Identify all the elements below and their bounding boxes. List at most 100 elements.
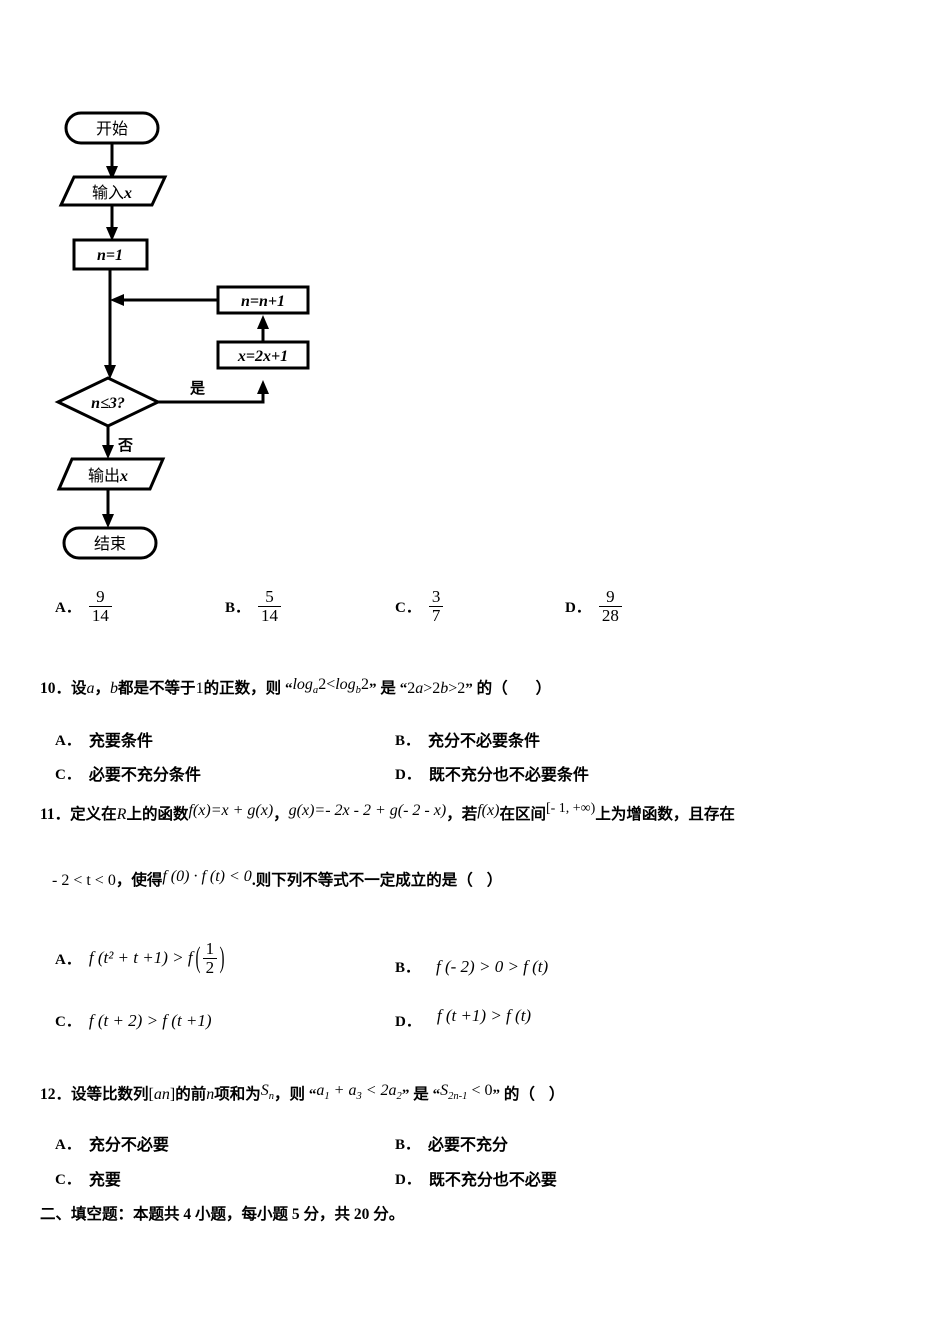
q12-seq-close: ] [169, 1086, 176, 1103]
q11-option-c[interactable]: C． f (t + 2) > f (t +1) [55, 1010, 395, 1031]
q12-options-row-2: C． 充要 D． 既不充分也不必要 [55, 1166, 915, 1190]
flowchart-node-increment-label: n=n+1 [241, 293, 285, 310]
q11-option-a[interactable]: A． f (t² + t +1) > f ( 1 2 ) [55, 940, 395, 977]
arrowhead-icon [257, 315, 269, 329]
q11-line2-close: ） [486, 872, 503, 889]
fraction-denominator: 14 [258, 605, 282, 625]
q12-option-d[interactable]: D． 既不充分也不必要 [395, 1166, 557, 1190]
q10-option-b[interactable]: B． 充分不必要条件 [395, 727, 540, 751]
q12-t3: 项和为 [214, 1086, 261, 1103]
q10-comma: ， [94, 680, 111, 697]
q10-sup-a: a [415, 680, 424, 697]
q12-option-b[interactable]: B． 必要不充分 [395, 1131, 508, 1155]
q12-quote-close-2: ” [492, 1087, 500, 1103]
q12-is: 是 [413, 1086, 429, 1103]
q12-a1: a [316, 1082, 325, 1099]
q11-comma2: ， [446, 806, 462, 823]
q12-t1: 设等比数列 [71, 1086, 149, 1103]
q11-option-a-expr: f (t² + t +1) > f [88, 948, 193, 968]
q9-option-b[interactable]: B． 5 14 [225, 588, 395, 625]
q9-option-a[interactable]: A． 9 14 [55, 588, 225, 625]
q12-S2-sub: 2n-1 [448, 1091, 468, 1103]
q12-a2-sub: 2 [396, 1091, 402, 1103]
q12-t2: 的前 [175, 1086, 207, 1103]
q12-quote-open-1: “ [308, 1087, 317, 1103]
q11-option-c-expr: f (t + 2) > f (t +1) [88, 1010, 212, 1030]
q12-t4: ，则 [274, 1086, 306, 1103]
q11-R: R [116, 806, 127, 823]
fraction-numerator: 9 [96, 587, 105, 606]
q11-option-d[interactable]: D． f (t +1) > f (t) [395, 1006, 531, 1031]
q9-option-c[interactable]: C． 3 7 [395, 588, 565, 625]
q11-gx-eq: =- 2x - 2 + g(- 2 - x) [314, 802, 447, 819]
q9-option-d-fraction: 9 28 [598, 588, 622, 625]
q12-seq-a: a [153, 1086, 162, 1103]
q12-option-a-label: 充分不必要 [88, 1137, 169, 1154]
q10-base1: 2 [407, 680, 416, 697]
flowchart-node-init-label: n=1 [97, 247, 123, 264]
q12-S: S [260, 1082, 269, 1099]
q10-log2: log [335, 676, 356, 693]
q11-g: g [288, 802, 297, 819]
q10-de: 的（ [476, 680, 508, 697]
q12-quote-open-2: “ [432, 1087, 441, 1103]
q10-option-a[interactable]: A． 充要条件 [55, 727, 395, 751]
q11-t5: 上为增函数，且存在 [595, 806, 735, 823]
q11-t2: 上的函数 [126, 806, 189, 823]
section-2-heading: 二、填空题：本题共 4 小题，每小题 5 分，共 20 分。 [40, 1206, 405, 1223]
q12-sequence: [an] [149, 1086, 176, 1103]
q11-option-d-letter: D． [395, 1014, 421, 1030]
q11-interval: [- 1, +∞) [545, 801, 596, 816]
q11-line2-t2: .则下列不等式不一定成立的是（ [251, 872, 473, 889]
q11-option-b-expr: f (- 2) > 0 > f (t) [436, 956, 549, 976]
question-10-number: 10． [40, 680, 72, 697]
q11-comma1: ， [273, 806, 289, 823]
question-11-text-line1: 11．定义在R上的函数f(x)=x + g(x)，g(x)=- 2x - 2 +… [40, 801, 920, 824]
q12-option-c-label: 充要 [88, 1172, 121, 1189]
fraction-numerator: 3 [431, 587, 441, 606]
q10-t2: 都是不等于 [118, 680, 196, 697]
q12-option-a-letter: A． [55, 1136, 81, 1153]
q10-gt1: >2 [423, 680, 441, 697]
arrowhead-icon [106, 166, 118, 180]
q10-option-b-letter: B． [395, 732, 421, 749]
arrowhead-icon [110, 294, 124, 306]
q11-option-b-letter: B． [395, 959, 421, 976]
q10-options-row-1: A． 充要条件 B． 充分不必要条件 [55, 727, 915, 751]
flowchart-node-input [58, 175, 168, 207]
q11-fx-eq: =x + g(x) [210, 802, 274, 819]
q10-option-c[interactable]: C． 必要不充分条件 [55, 761, 395, 785]
q12-var-S: Sn [260, 1082, 274, 1102]
q10-quote-close-1: ” [368, 681, 377, 697]
q9-option-b-letter: B． [225, 599, 251, 616]
q12-seq-open: [ [148, 1086, 154, 1103]
q11-option-b[interactable]: B． f (- 2) > 0 > f (t) [395, 940, 548, 977]
q12-option-d-label: 既不充分也不必要 [428, 1172, 557, 1189]
q10-option-d[interactable]: D． 既不充分也不必要条件 [395, 761, 589, 785]
arrowhead-icon [106, 227, 118, 241]
q10-log2-sub: b [355, 685, 361, 697]
q10-option-b-label: 充分不必要条件 [428, 733, 541, 750]
fraction-denominator: 2 [202, 957, 218, 977]
q10-expr2: 2a>2b>2 [407, 680, 465, 697]
flowchart-edge-label-no: 否 [117, 437, 133, 454]
q10-var-a: a [86, 680, 95, 697]
q10-two1: 2< [318, 676, 336, 693]
q12-option-a[interactable]: A． 充分不必要 [55, 1131, 395, 1155]
q10-option-a-label: 充要条件 [88, 733, 153, 750]
fraction-denominator: 14 [88, 605, 112, 625]
question-11-text-line2: - 2 < t < 0，使得f (0) · f (t) < 0.则下列不等式不一… [52, 868, 932, 890]
q11-option-a-letter: A． [55, 951, 81, 968]
fraction-denominator: 28 [598, 605, 622, 625]
q9-option-d[interactable]: D． 9 28 [565, 588, 735, 625]
q12-expr1: a1 + a3 < 2a2 [316, 1082, 402, 1103]
question-12-text: 12．设等比数列[an]的前n项和为Sn，则 “a1 + a3 < 2a2” 是… [40, 1082, 920, 1106]
q11-line2-comma: ， [115, 872, 132, 889]
left-paren-icon: ( [195, 941, 201, 975]
q10-is: 是 [380, 680, 396, 697]
fraction-numerator: 1 [205, 939, 215, 958]
q12-option-c[interactable]: C． 充要 [55, 1166, 395, 1190]
q12-expr2: S2n-1 < 0 [440, 1082, 492, 1103]
arrowhead-icon [102, 445, 114, 459]
q9-option-c-fraction: 3 7 [428, 587, 444, 625]
